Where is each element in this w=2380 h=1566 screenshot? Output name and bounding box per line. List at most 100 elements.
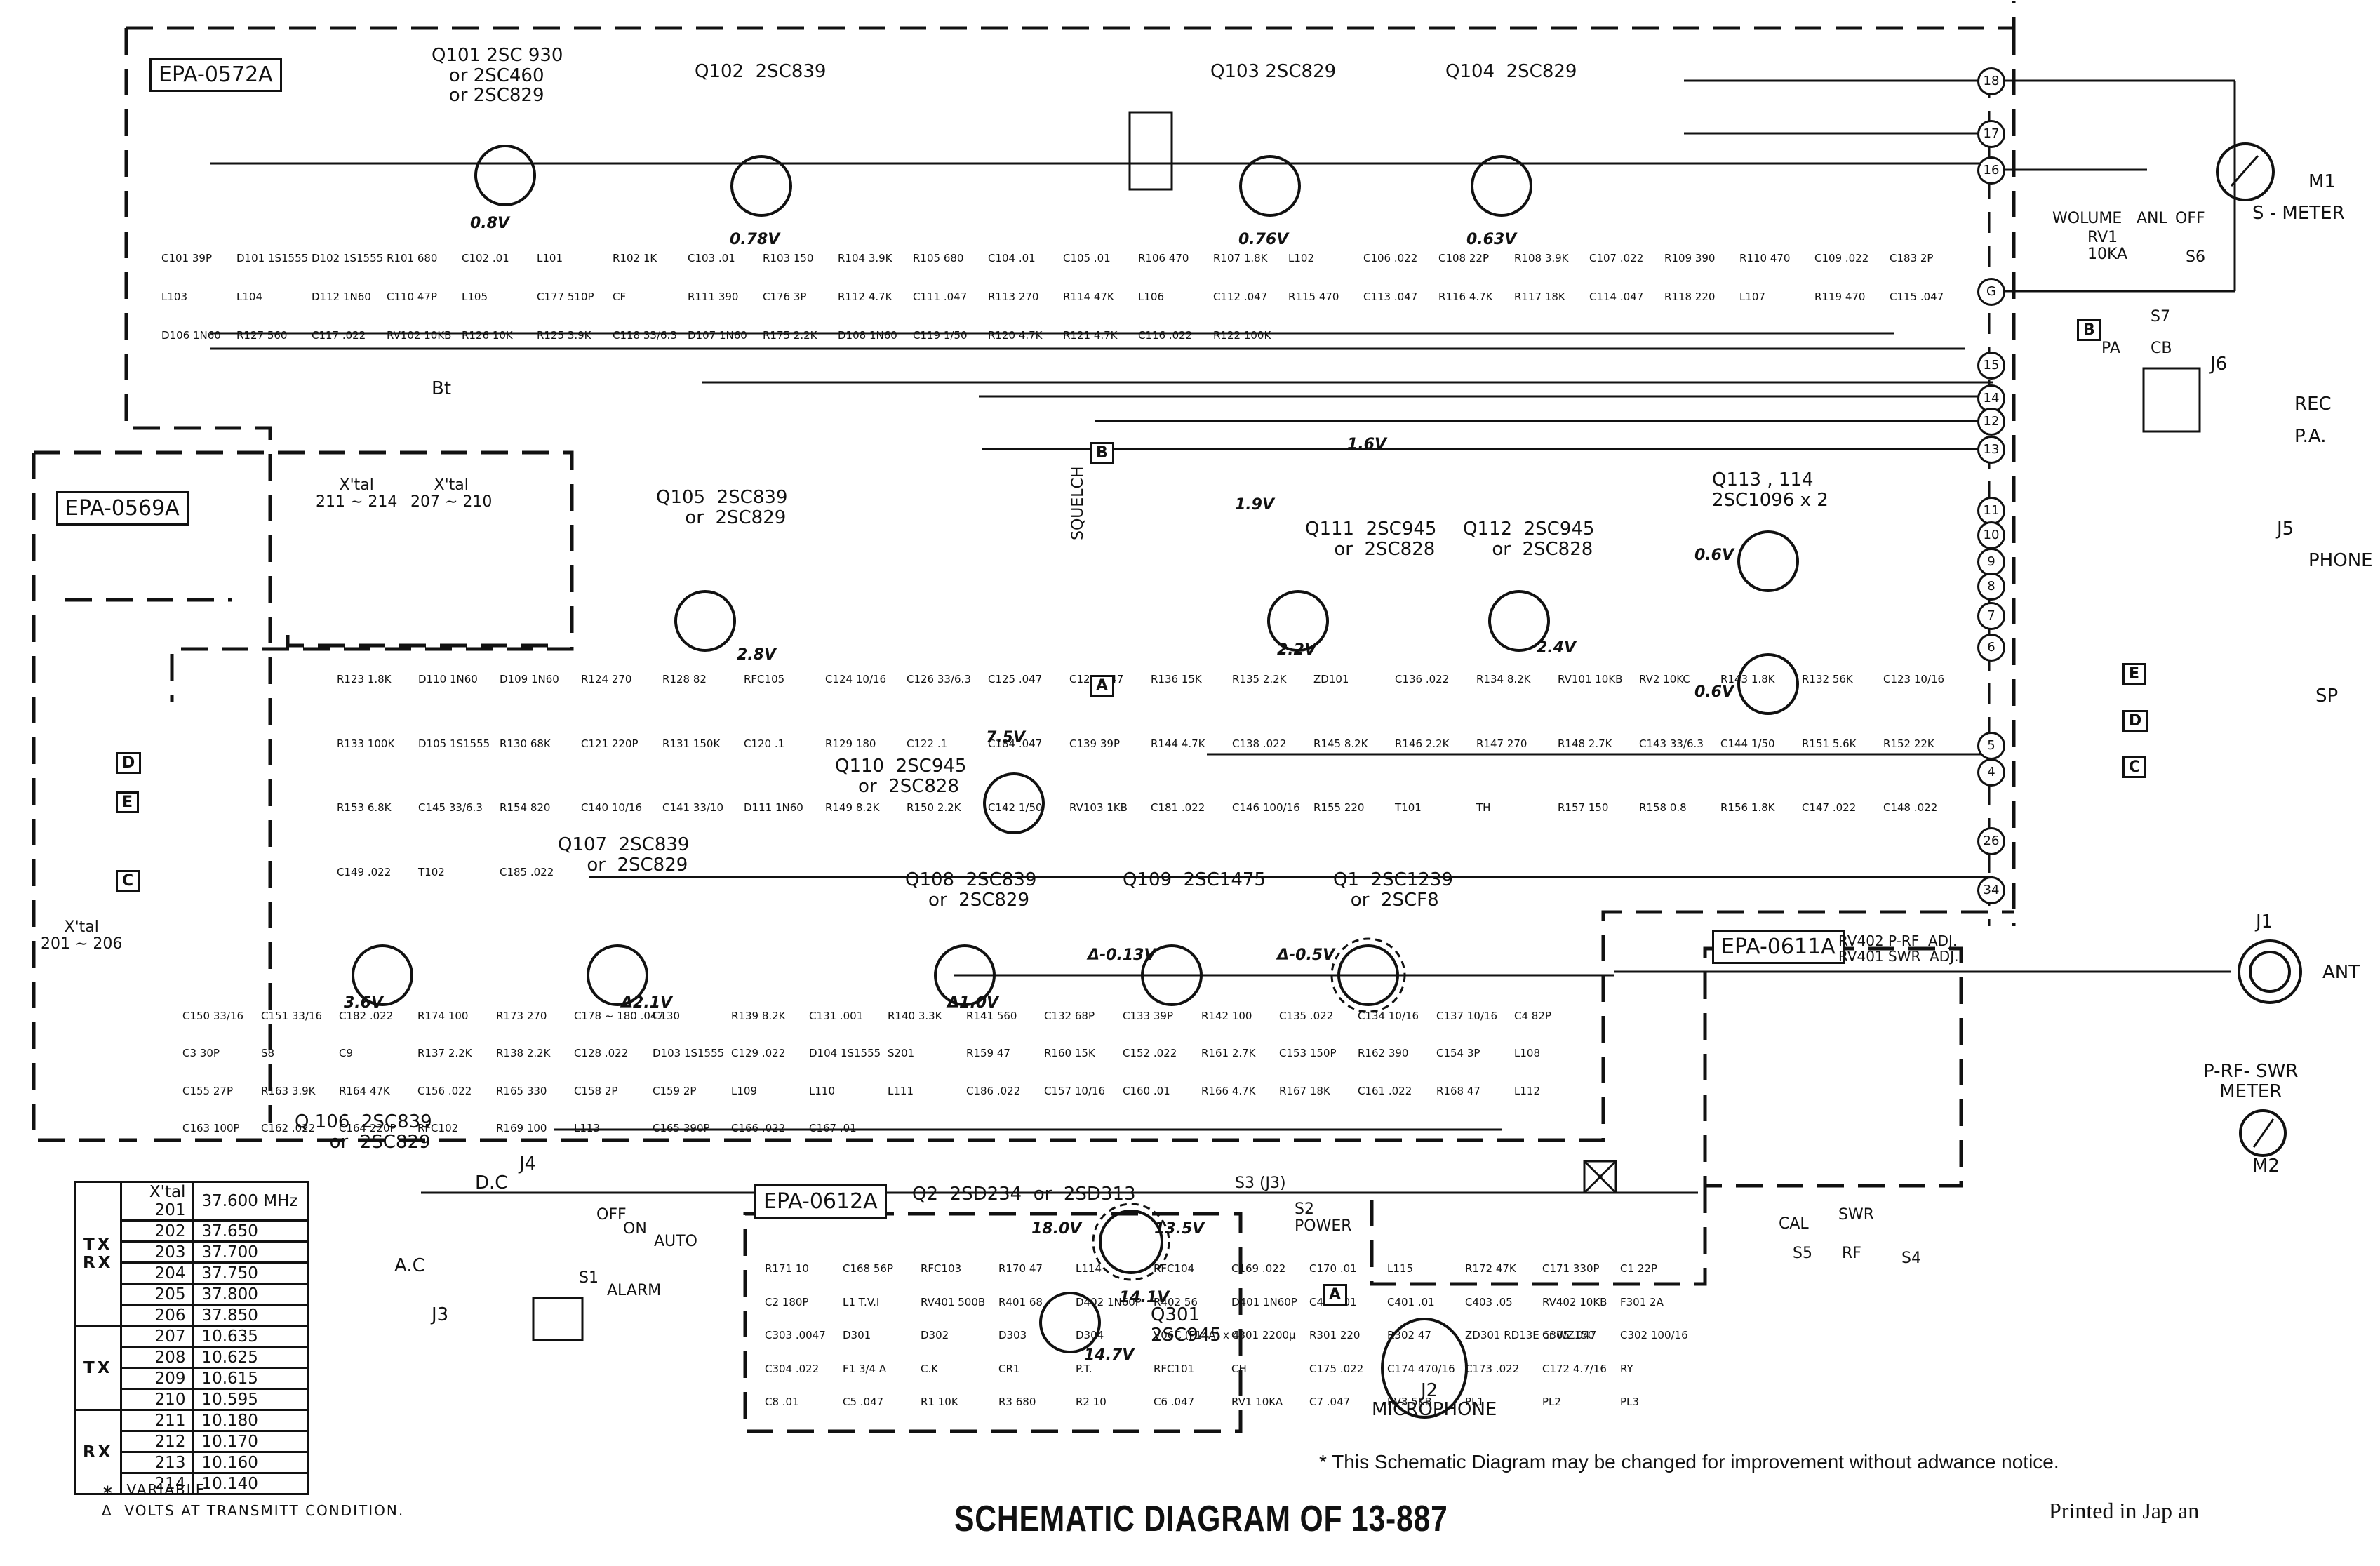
component-label: RFC103	[921, 1262, 962, 1275]
component-label: R402 56	[1154, 1296, 1198, 1309]
s1-auto-label: AUTO	[654, 1233, 697, 1250]
component-label: C114 .047	[1589, 290, 1644, 303]
legend-transmit-volts: Δ VOLTS AT TRANSMITT CONDITION.	[102, 1502, 405, 1519]
component-label: C122 .1	[907, 737, 948, 750]
component-label: C172 4.7/16	[1542, 1363, 1607, 1375]
component-label: D111 1N60	[744, 801, 803, 814]
j5-label: J5	[2277, 518, 2294, 540]
volume-pot-rv1[interactable]: RV1 10KA	[2087, 229, 2128, 264]
component-label: C115 .047	[1890, 290, 1944, 303]
voltage-d105: 1.6V	[1347, 436, 1386, 453]
component-label: R2 10	[1076, 1396, 1107, 1408]
component-label: RFC105	[744, 673, 785, 685]
crystal-frequency: 10.595	[192, 1388, 309, 1411]
component-label: C145 33/6.3	[418, 801, 483, 814]
connector-pin: 11	[1977, 497, 2005, 525]
component-label: C112 .047	[1213, 290, 1268, 303]
component-label: RFC102	[417, 1122, 459, 1135]
label-q110: Q110 2SC945 or 2SC828	[835, 756, 967, 797]
anl-label: ANL	[2137, 210, 2167, 227]
label-q111: Q111 2SC945 or 2SC828	[1305, 518, 1437, 560]
pa-jack[interactable]: P.A.	[2294, 426, 2327, 447]
component-label: RV3 5KB	[1387, 1396, 1432, 1408]
ac-input-jack[interactable]: A.C	[394, 1255, 425, 1276]
voltage-q103: 0.76V	[1238, 231, 1289, 248]
component-label: RV402 10KB	[1542, 1296, 1607, 1309]
m2-label: M2	[2252, 1156, 2280, 1177]
antenna-jack[interactable]: ANT	[2322, 962, 2360, 983]
component-label: C170 .01	[1309, 1262, 1357, 1275]
component-label: C101 39P	[161, 252, 213, 265]
component-label: C108 22P	[1438, 252, 1490, 265]
component-label: R170 47	[998, 1262, 1043, 1275]
speaker-label: SP	[2315, 685, 2339, 707]
component-label: R173 270	[496, 1010, 547, 1022]
component-label: ZD101	[1313, 673, 1349, 685]
voltage-q113: 0.6V	[1694, 547, 1734, 564]
connector-pin: 18	[1977, 67, 2005, 95]
crystal-number: 211	[120, 1409, 195, 1432]
voltage-q106: 3.6V	[344, 994, 383, 1012]
board-tag-epa-0612a: EPA-0612A	[754, 1184, 887, 1219]
component-label: C109 .022	[1814, 252, 1869, 265]
microphone-jack[interactable]: MICROPHONE	[1372, 1399, 1497, 1420]
component-label: D106 1N60	[161, 329, 221, 342]
pa-cb-switch-s7[interactable]: S7	[2151, 308, 2170, 326]
power-switch-s2[interactable]: S2 POWER	[1295, 1200, 1352, 1236]
tag-a-squelch: A	[1090, 675, 1115, 697]
board-outline-epa-0612a	[743, 1212, 1243, 1433]
connector-pin: 17	[1977, 120, 2005, 148]
component-label: C118 33/6.3	[613, 329, 677, 342]
crystal-frequency: 37.850	[192, 1304, 309, 1327]
component-label: R165 330	[496, 1085, 547, 1097]
anl-switch-s6[interactable]: S6	[2186, 248, 2205, 266]
label-q104: Q104 2SC829	[1445, 61, 1577, 82]
component-label: D109 1N60	[500, 673, 559, 685]
component-label: C1 22P	[1620, 1262, 1657, 1275]
volume-label: WOLUME	[2052, 210, 2122, 227]
component-label: R128 82	[662, 673, 707, 685]
component-label: L107	[1739, 290, 1765, 303]
s7-cb-label: CB	[2151, 340, 2172, 357]
component-label: C125 .047	[988, 673, 1043, 685]
power-switch-s1[interactable]: S1	[579, 1269, 599, 1287]
label-q101: Q101 2SC 930 or 2SC460 or 2SC829	[432, 45, 563, 107]
component-label: C186 .022	[966, 1085, 1021, 1097]
crystal-number: 210	[120, 1388, 195, 1411]
connector-pin: 9	[1977, 548, 2005, 576]
crystal-number: 207	[120, 1325, 195, 1348]
crystal-number: 202	[120, 1219, 195, 1243]
switch-s4[interactable]: S4	[1901, 1250, 1921, 1267]
switch-s5[interactable]: S5	[1793, 1245, 1812, 1262]
component-label: RY	[1620, 1363, 1633, 1375]
rec-jack[interactable]: REC	[2294, 394, 2332, 415]
transistor-symbols	[352, 142, 2302, 1419]
component-label: D101 1S1555	[236, 252, 309, 265]
component-label: R169 100	[496, 1122, 547, 1135]
component-label: L104	[236, 290, 262, 303]
m1-label: M1	[2308, 171, 2336, 192]
component-label: RV2 10KC	[1639, 673, 1690, 685]
component-label: R113 270	[988, 290, 1039, 303]
component-label: R159 47	[966, 1047, 1010, 1059]
q111-symbol	[1267, 590, 1329, 652]
voltage-q2-e: 13.5V	[1154, 1220, 1205, 1238]
voltage-q102: 0.78V	[730, 231, 780, 248]
crystal-frequency: 10.140	[192, 1472, 309, 1495]
voltage-q109: Δ-0.13V	[1088, 946, 1156, 964]
component-label: C123 10/16	[1883, 673, 1945, 685]
component-label: C124 10/16	[825, 673, 887, 685]
component-label: R154 820	[500, 801, 551, 814]
component-label: R302 47	[1387, 1329, 1431, 1341]
q106-symbol	[352, 944, 413, 1006]
dc-input-jack[interactable]: D.C	[475, 1172, 508, 1193]
component-label: L113	[574, 1122, 600, 1135]
voltage-q104: 0.63V	[1466, 231, 1517, 248]
phone-jack[interactable]: PHONE	[2308, 550, 2373, 571]
label-q112: Q112 2SC945 or 2SC828	[1463, 518, 1595, 560]
q1-symbol	[1337, 944, 1399, 1006]
